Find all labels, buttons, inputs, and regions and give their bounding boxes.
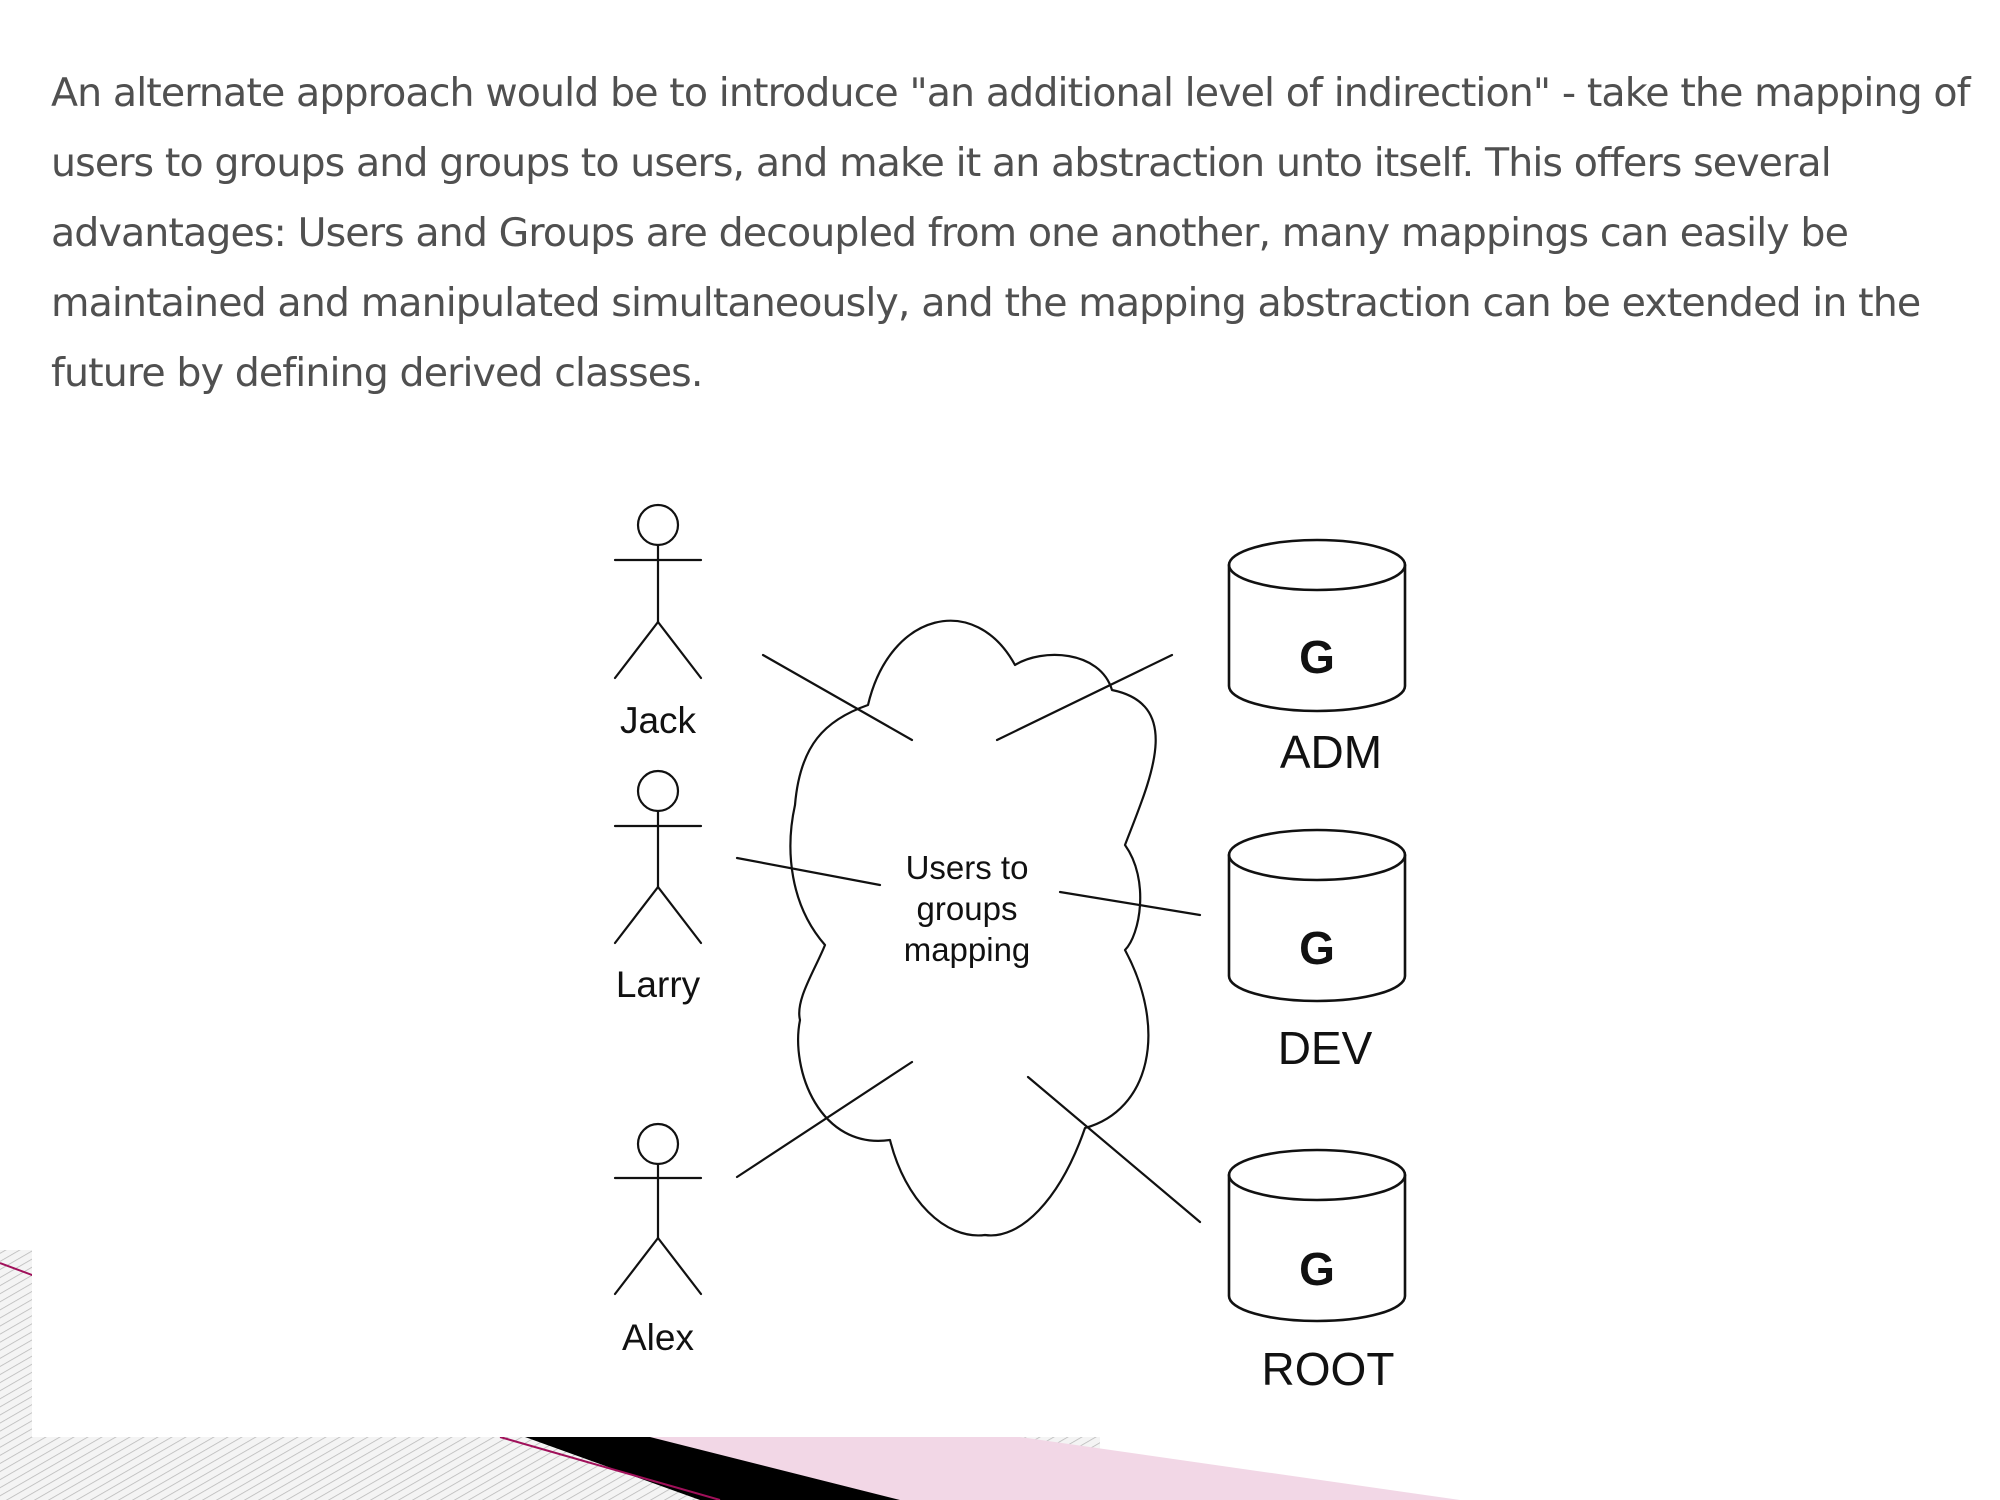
mapping-label-line-3: mapping bbox=[904, 931, 1031, 968]
user-label-jack: Jack bbox=[620, 700, 697, 741]
database-icon-adm bbox=[1227, 538, 1407, 713]
connector-dev bbox=[1058, 890, 1202, 917]
content-panel bbox=[32, 0, 2000, 1437]
user-label-larry: Larry bbox=[616, 964, 701, 1005]
connector-alex bbox=[735, 1060, 914, 1179]
connector-adm bbox=[995, 653, 1174, 742]
group-label-dev: DEV bbox=[1278, 1022, 1373, 1074]
connector-jack bbox=[761, 653, 914, 742]
body-paragraph: An alternate approach would be to introd… bbox=[51, 70, 1971, 396]
user-icon-jack bbox=[613, 503, 703, 680]
mapping-label-line-1: Users to bbox=[906, 849, 1029, 886]
magenta-stripe-lower bbox=[499, 1436, 721, 1500]
mapping-label-line-2: groups bbox=[917, 890, 1018, 927]
connector-larry bbox=[735, 856, 882, 887]
group-symbol-dev: G bbox=[1299, 922, 1335, 974]
database-icon-root bbox=[1227, 1148, 1407, 1323]
database-icon-dev bbox=[1227, 828, 1407, 1003]
black-ribbon bbox=[525, 1437, 900, 1500]
group-symbol-root: G bbox=[1299, 1243, 1335, 1295]
pink-ribbon bbox=[650, 1437, 1460, 1500]
connector-root bbox=[1026, 1075, 1202, 1224]
group-label-root: ROOT bbox=[1262, 1343, 1395, 1395]
user-icon-alex bbox=[613, 1122, 703, 1296]
mapping-cloud bbox=[789, 619, 1157, 1237]
user-label-alex: Alex bbox=[622, 1317, 694, 1358]
group-symbol-adm: G bbox=[1299, 631, 1335, 683]
group-label-adm: ADM bbox=[1280, 726, 1382, 778]
user-icon-larry bbox=[613, 769, 703, 945]
